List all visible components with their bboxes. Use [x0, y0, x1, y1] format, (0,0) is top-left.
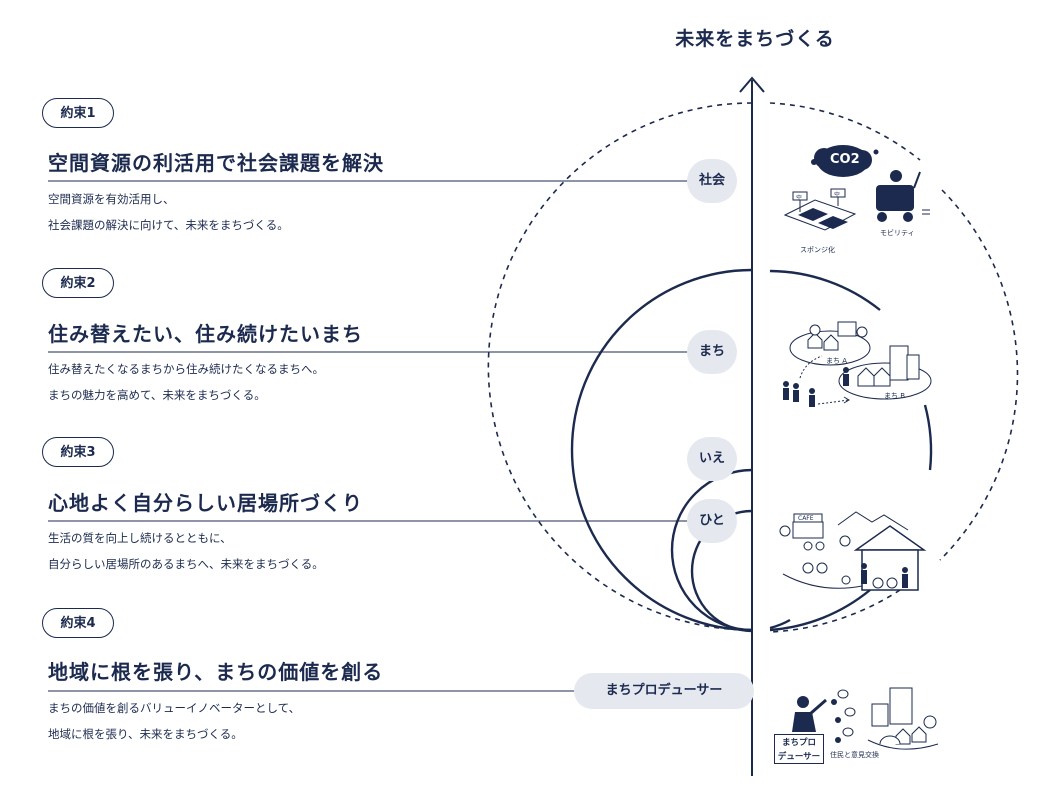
- promise-4-badge: 約束4: [42, 608, 114, 638]
- promise-4-heading: 地域に根を張り、まちの価値を創る: [48, 660, 384, 684]
- exchange-label: 住民と意見交換: [830, 751, 879, 759]
- producer-person-icon: [792, 696, 827, 732]
- promise-1-body-line: 空間資源を有効活用し、: [48, 192, 175, 206]
- town-arc-right-top: [769, 269, 881, 311]
- residents-moving-icon: [783, 355, 850, 407]
- bicycles-icon: [802, 541, 908, 589]
- society-arc-bottom: [769, 589, 901, 633]
- town-a-icon: [789, 321, 871, 366]
- cafe-scene-icon: [779, 511, 909, 589]
- sponge-city-icon: [783, 188, 857, 231]
- promise-1-badge: 約束1: [42, 98, 114, 128]
- society-arc-right-top: [769, 102, 921, 161]
- axis-arrow-icon: [739, 76, 765, 93]
- promise-3-body-line: 生活の質を向上し続けるとともに、: [48, 531, 232, 545]
- town-b-label: まち B: [884, 392, 906, 400]
- promise-4-body-line: 地域に根を張り、未来をまちづくる。: [48, 727, 243, 741]
- promise-2-heading: 住み替えたい、住み続けたいまち: [48, 322, 363, 346]
- promise-1-body: 空間資源を有効活用し、 社会課題の解決に向けて、未来をまちづくる。: [48, 186, 289, 238]
- sponge-label: スポンジ化: [800, 246, 835, 254]
- level-town-pill: まち: [687, 330, 737, 374]
- promise-3-body-line: 自分らしい居場所のあるまちへ、未来をまちづくる。: [48, 557, 324, 571]
- promise-1-heading: 空間資源の利活用で社会課題を解決: [48, 151, 384, 175]
- co2-label: CO2: [830, 152, 860, 167]
- level-home-pill: いえ: [687, 437, 737, 481]
- promise-2-body-line: 住み替えたくなるまちから住み続けたくなるまちへ。: [48, 362, 324, 376]
- home-arc-right: [769, 618, 791, 630]
- town-arc-bottom: [769, 589, 871, 632]
- promise-4-body-line: まちの価値を創るバリューイノベーターとして、: [48, 701, 301, 715]
- promise-1-body-line: 社会課題の解決に向けて、未来をまちづくる。: [48, 218, 289, 232]
- producer-badge-line: デューサー: [777, 752, 821, 762]
- society-arc-right: [939, 189, 1019, 561]
- home-circle: [670, 468, 753, 632]
- town-arc-right: [923, 404, 933, 471]
- level-person-pill: ひと: [687, 499, 737, 543]
- promise-2-body-line: まちの魅力を高めて、未来をまちづくる。: [48, 388, 266, 402]
- town-b-icon: [838, 345, 932, 400]
- house-icon: [853, 525, 927, 591]
- vacant-sign-label: 空: [834, 192, 841, 199]
- society-circle: [487, 102, 753, 631]
- neighborhood-icon: [867, 687, 939, 750]
- town-circle: [570, 268, 753, 632]
- promise-3-badge: 約束3: [42, 437, 114, 467]
- promise-4-body: まちの価値を創るバリューイノベーターとして、 地域に根を張り、未来をまちづくる。: [48, 695, 300, 747]
- town-a-label: まち A: [826, 357, 848, 365]
- speech-bubbles-icon: [831, 689, 856, 743]
- level-producer-pill: まちプロデューサー: [574, 673, 754, 709]
- cafe-sign: CAFE: [798, 515, 814, 522]
- co2-cloud-icon: [811, 145, 879, 177]
- promise-2-badge: 約束2: [42, 268, 114, 298]
- mobility-label: モビリティ: [880, 229, 915, 237]
- level-society-pill: 社会: [687, 159, 737, 203]
- producer-badge: まちプロ デューサー: [774, 734, 824, 764]
- vacant-sign-label: 空: [796, 195, 803, 202]
- mobility-scooter-icon: [876, 170, 930, 222]
- producer-badge-line: まちプロ: [781, 738, 816, 748]
- promise-3-heading: 心地よく自分らしい居場所づくり: [48, 491, 363, 515]
- page-title: 未来をまちづくる: [675, 28, 835, 50]
- promise-3-body: 生活の質を向上し続けるとともに、 自分らしい居場所のあるまちへ、未来をまちづくる…: [48, 525, 324, 577]
- promise-2-body: 住み替えたくなるまちから住み続けたくなるまちへ。 まちの魅力を高めて、未来をまち…: [48, 356, 324, 408]
